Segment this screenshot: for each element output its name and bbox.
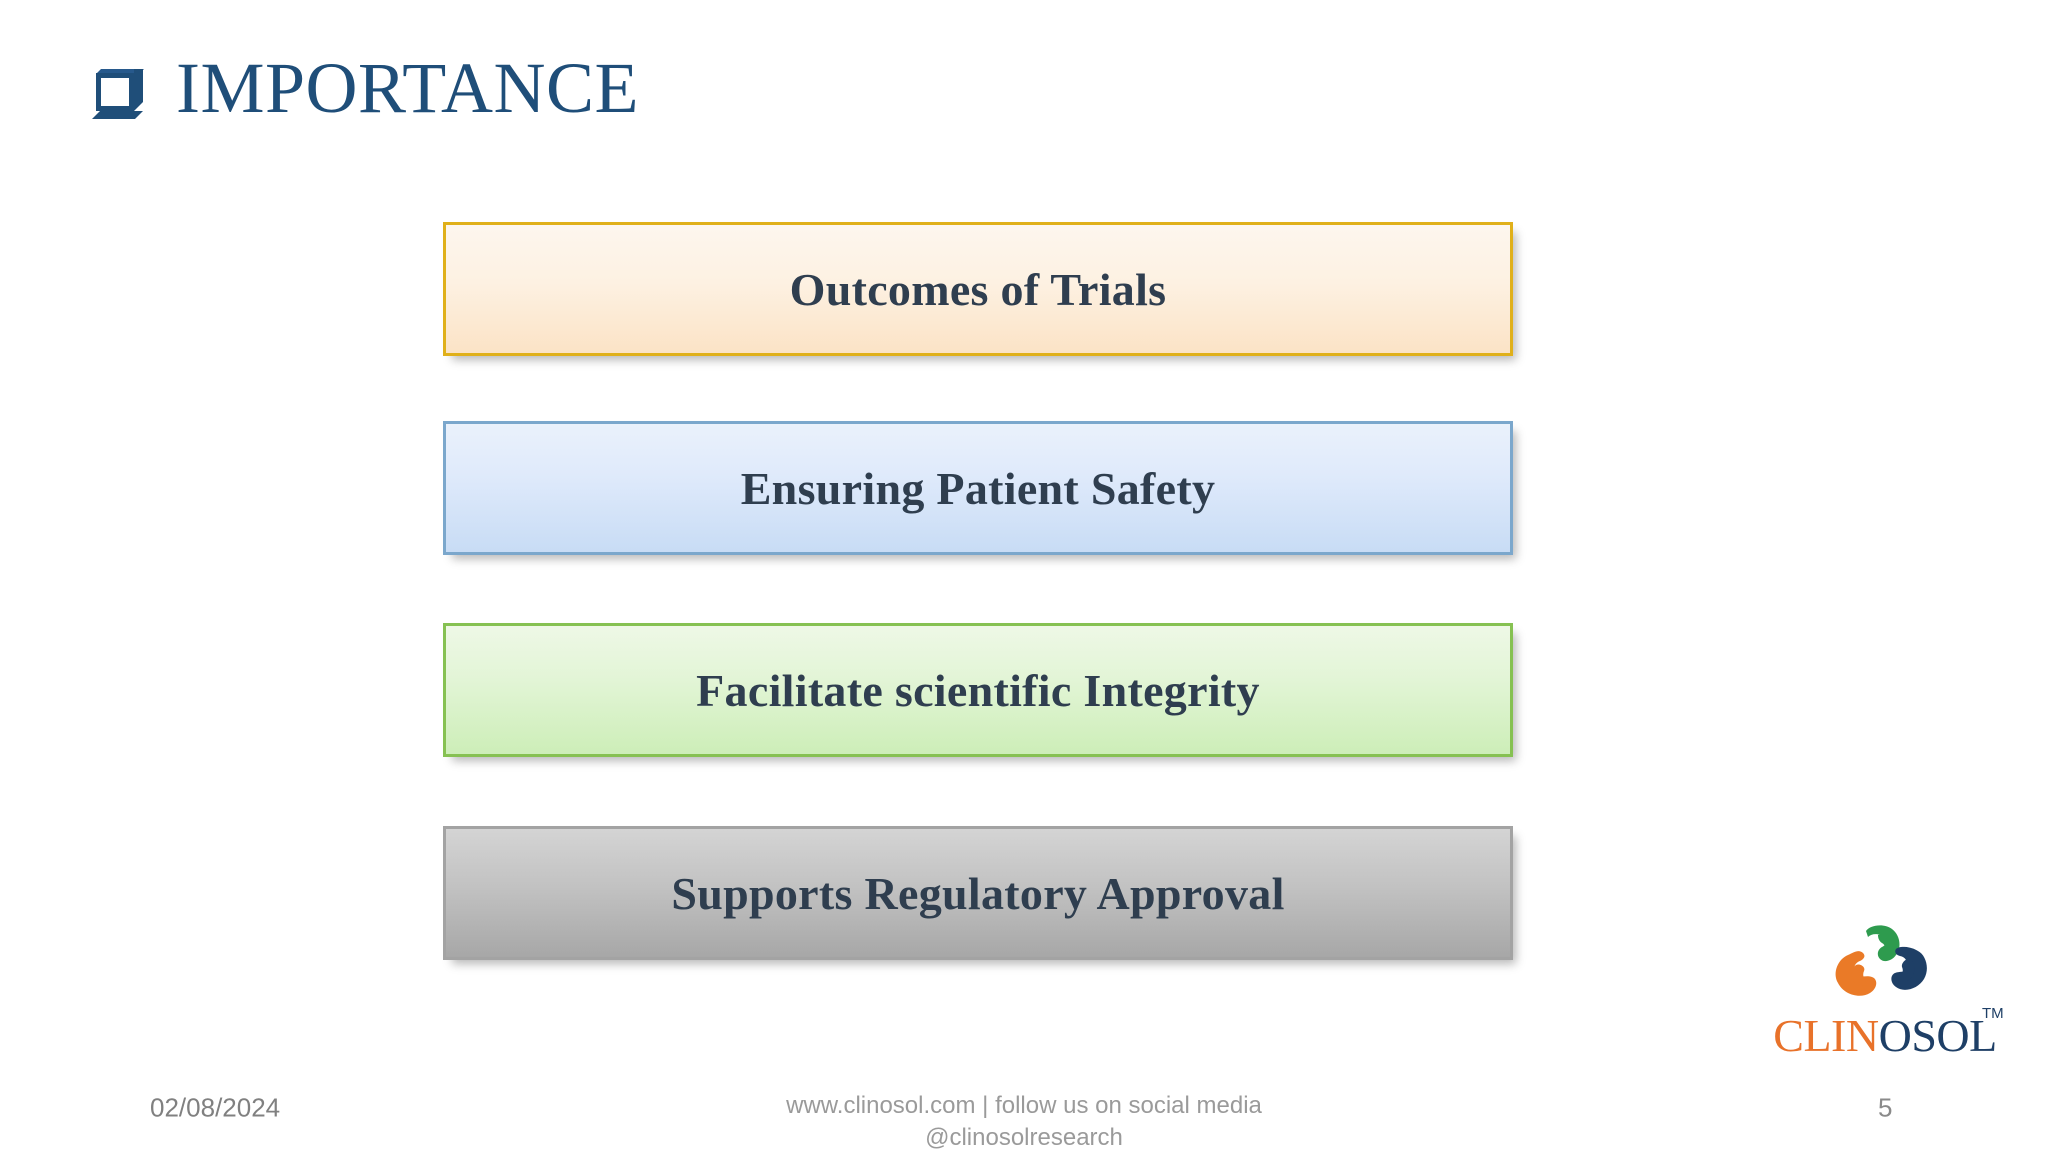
footer-website-line2: @clinosolresearch xyxy=(925,1124,1123,1152)
page-number: 5 xyxy=(1878,1092,1893,1123)
logo-word-part-a: CLIN xyxy=(1773,1010,1879,1061)
trademark-symbol: TM xyxy=(1982,1005,2004,1022)
footer-website: www.clinosol.com | follow us on social m… xyxy=(714,1090,1334,1155)
importance-box-outcomes-of-trials[interactable]: Outcomes of Trials xyxy=(443,222,1513,356)
page-title: IMPORTANCE xyxy=(176,48,639,128)
importance-box-ensuring-patient-safety[interactable]: Ensuring Patient Safety xyxy=(443,421,1513,555)
footer-website-line1: www.clinosol.com | follow us on social m… xyxy=(786,1092,1262,1119)
importance-box-supports-regulatory-approval[interactable]: Supports Regulatory Approval xyxy=(443,826,1513,960)
box-label: Facilitate scientific Integrity xyxy=(696,664,1260,716)
clinosol-wordmark: CLINOSOL xyxy=(1760,1009,2010,1062)
clinosol-logo: CLINOSOL TM xyxy=(1760,925,2010,1070)
box-label: Ensuring Patient Safety xyxy=(740,462,1216,514)
clinosol-hands-icon xyxy=(1835,925,1927,996)
square-3d-bullet-icon xyxy=(92,69,144,119)
logo-word-part-b: OSOL xyxy=(1878,1010,1998,1061)
importance-box-facilitate-scientific-integrity[interactable]: Facilitate scientific Integrity xyxy=(443,623,1513,757)
footer-date: 02/08/2024 xyxy=(150,1092,281,1123)
slide-title-row: IMPORTANCE xyxy=(92,48,639,128)
box-label: Outcomes of Trials xyxy=(789,263,1167,315)
box-label: Supports Regulatory Approval xyxy=(671,867,1285,919)
